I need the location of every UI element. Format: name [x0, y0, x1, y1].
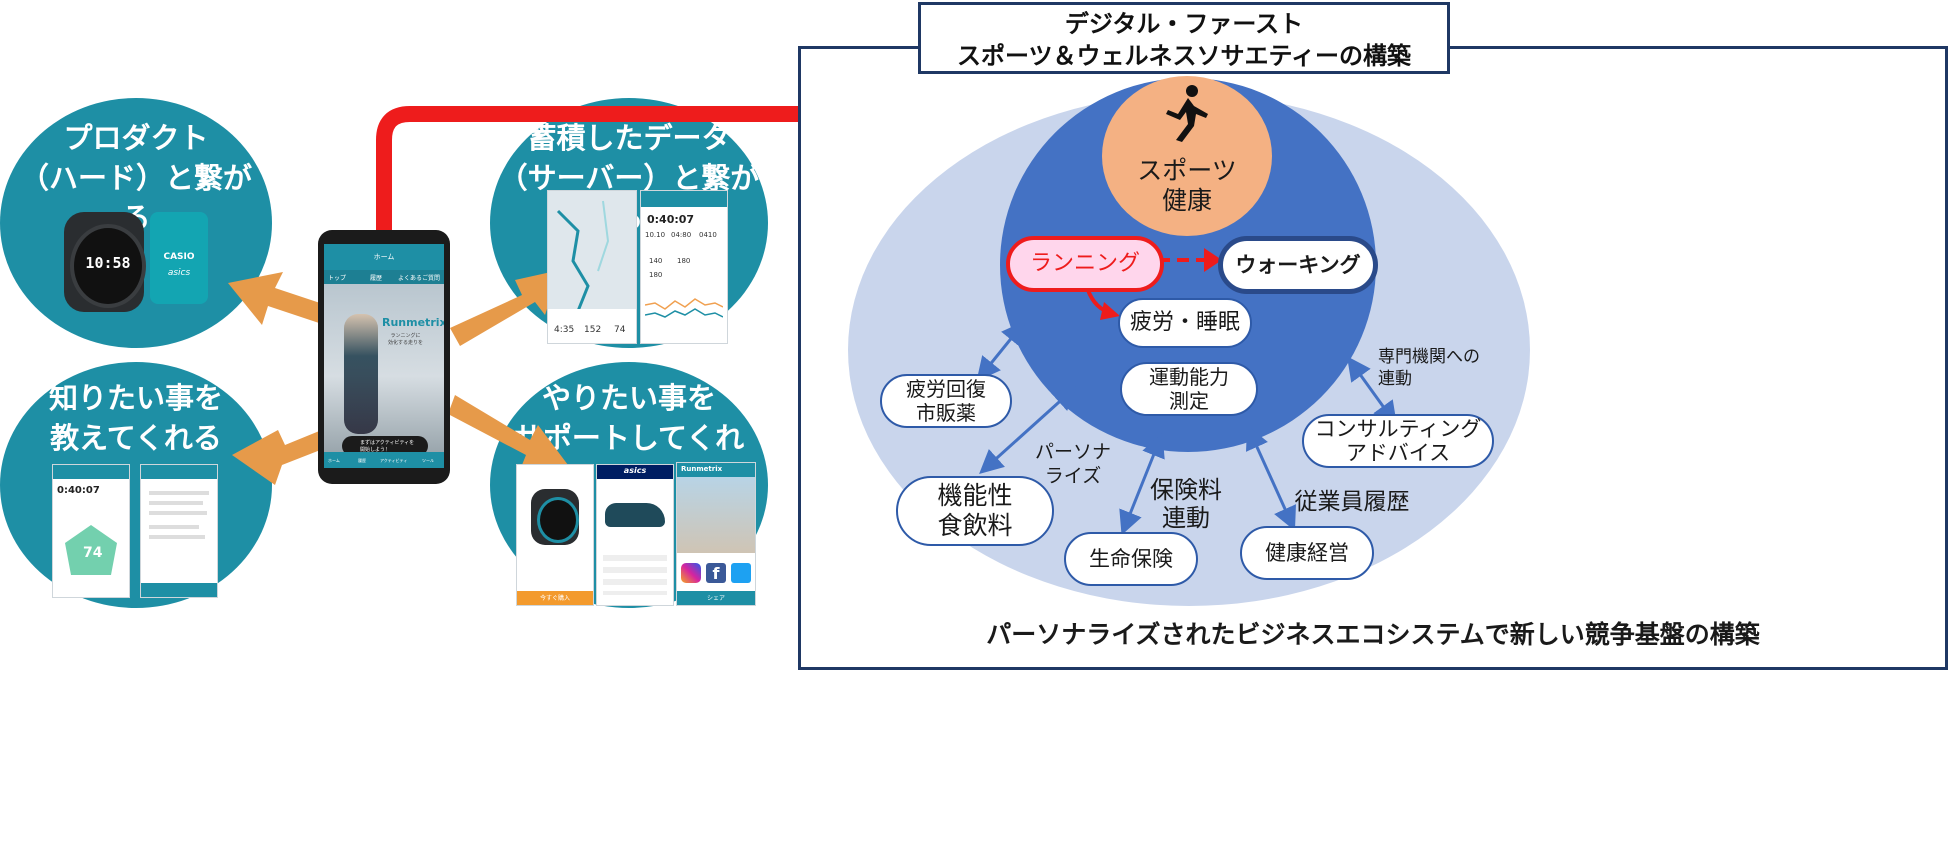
app-header-title: ホーム [373, 253, 395, 261]
share-button[interactable]: シェア [677, 591, 755, 605]
employee-history-label: 従業員履歴 [1294, 489, 1410, 515]
footer-statement: パーソナライズされたビジネスエコシステムで新しい競争基盤の構築 [986, 620, 1760, 649]
ability-node: 運動能力 測定 [1120, 362, 1258, 416]
share-label: シェア [706, 595, 725, 602]
pod-brand: CASIO [163, 252, 195, 262]
instagram-icon[interactable] [681, 563, 701, 583]
drug-node: 疲労回復 市販薬 [880, 374, 1012, 428]
nav-history[interactable]: 履歴 [358, 458, 366, 463]
arrow-to-support [448, 395, 568, 470]
shop-shoes-screen: asics [596, 464, 674, 606]
radar-chart [65, 525, 117, 575]
link-employee [1246, 425, 1296, 531]
nav-activity[interactable]: アクティビティ [380, 458, 408, 463]
detail-value-2: 04:80 [671, 231, 692, 239]
start-activity-label: まずはアクティビティを 開始しよう！ [360, 440, 415, 453]
asics-brand: asics [623, 466, 647, 475]
product-circle-title: プロダクト （ハード）と繋がる [20, 121, 253, 235]
score-screen: 0:40:07 74 [52, 464, 130, 598]
know-circle-title: 知りたい事を 教えてくれる [48, 381, 223, 455]
red-arrow [376, 106, 1090, 292]
hero-image: Runmetrix ランニングに 効化する走りを まずはアクティビティを 開始し… [324, 284, 444, 456]
detail-value-3: 0410 [699, 231, 717, 239]
detail-metric-2: 180 [677, 257, 691, 265]
insurance-link-label: 保険料 連動 [1150, 476, 1222, 532]
smartphone: ホーム トップ 履歴 よくあるご質問 Runmetrix ランニングに 効化する… [318, 230, 450, 484]
detail-time: 0:40:07 [647, 213, 695, 226]
tab-faq[interactable]: よくあるご質問 [398, 275, 441, 282]
map-stat-1: 4:35 [554, 325, 575, 335]
pod-device: CASIO asics [150, 212, 208, 304]
detail-metric-3: 180 [649, 271, 663, 279]
map-stat-3: 74 [614, 325, 626, 335]
nav-home[interactable]: ホーム [328, 458, 340, 463]
link-drug [976, 320, 1026, 382]
score-value: 74 [83, 545, 103, 561]
pace-graph [645, 298, 723, 318]
sport-health-label: スポーツ 健康 [1137, 156, 1237, 215]
start-activity-button[interactable]: まずはアクティビティを 開始しよう！ [342, 436, 428, 456]
share-photo [677, 477, 755, 553]
personalize-label: パーソナ ライズ [1034, 441, 1111, 487]
bottom-nav: ホーム 履歴 アクティビティ ツール [324, 452, 444, 468]
consulting-node: コンサルティング アドバイス [1302, 414, 1494, 468]
app-header: ホーム [324, 244, 444, 270]
runner-figure [344, 314, 378, 434]
runner-icon [1160, 84, 1210, 148]
know-circle [0, 362, 272, 608]
link-consulting [1346, 356, 1398, 426]
advice-screen [140, 464, 218, 598]
facebook-icon[interactable]: f [706, 563, 726, 583]
nav-tools[interactable]: ツール [422, 458, 434, 463]
walking-node: ウォーキング [1218, 236, 1378, 294]
fatigue-sleep-node: 疲労・睡眠 [1118, 298, 1252, 348]
header-box: デジタル・ファースト スポーツ＆ウェルネスソサエティーの構築 [918, 2, 1450, 74]
tab-history[interactable]: 履歴 [370, 275, 383, 282]
runmetrix-logo: Runmetrix [382, 316, 444, 329]
watch-time: 10:58 [85, 254, 131, 272]
share-logo: Runmetrix [681, 465, 723, 473]
header-line-1: デジタル・ファースト [1064, 10, 1304, 38]
detail-metric-1: 140 [649, 257, 663, 265]
server-circle-title: 蓄積したデータ （サーバー）と繋がる [498, 121, 760, 235]
tab-top[interactable]: トップ [328, 275, 347, 282]
buy-label: 今すぐ購入 [539, 595, 570, 602]
header-line-2: スポーツ＆ウェルネスソサエティーの構築 [956, 42, 1412, 70]
buy-button[interactable]: 今すぐ購入 [517, 591, 593, 605]
expert-link-label: 専門機関への 連動 [1378, 347, 1480, 389]
score-time: 0:40:07 [57, 485, 100, 496]
twitter-icon[interactable] [731, 563, 751, 583]
arrow-to-server [450, 270, 560, 346]
food-node: 機能性 食飲料 [896, 476, 1054, 546]
link-insurance [1119, 432, 1165, 536]
shop-watch-screen: 今すぐ購入 [516, 464, 594, 606]
detail-value-1: 10.10 [645, 231, 666, 239]
shoe-image [605, 503, 665, 527]
health-management-node: 健康経営 [1240, 526, 1374, 580]
link-food [979, 385, 1077, 475]
app-tagline: ランニングに 効化する走りを [388, 333, 424, 346]
detail-screen: 0:40:07 10.10 04:80 0410 140 180 180 [640, 190, 728, 344]
running-node: ランニング [1006, 236, 1164, 292]
map-screen: 4:35 152 74 [547, 190, 637, 344]
social-share-screen: Runmetrix f シェア [676, 462, 756, 606]
watch-device: 10:58 [60, 212, 148, 312]
life-insurance-node: 生命保険 [1064, 532, 1198, 586]
map-stat-2: 152 [584, 325, 602, 335]
pod-maker: asics [167, 268, 191, 278]
